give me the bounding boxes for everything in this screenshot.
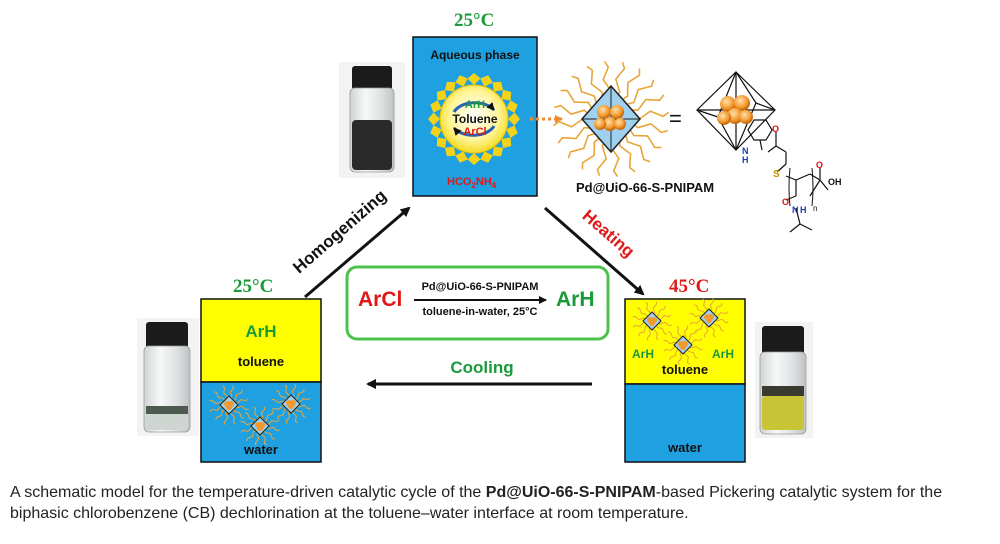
hco2nh4-label: HCO2NH4 [447,176,496,190]
right-vial-photo [755,322,813,438]
left-arh: ArH [201,322,321,342]
right-arh-right: ArH [712,347,734,361]
atom-label: H [742,155,749,165]
micelle-arh: ArH [460,99,490,111]
aqueous-phase-label: Aqueous phase [420,48,530,62]
left-vial-photo [137,318,199,436]
micelle-arcl: ArCl [458,126,492,138]
atom-label: H [800,205,807,215]
equals-sign: = [669,106,682,132]
left-toluene-label: toluene [201,354,321,369]
reaction-catalyst: Pd@UiO-66-S-PNIPAM [410,281,550,293]
right-water-label: water [625,440,745,455]
reaction-conditions: toluene-in-water, 25°C [410,306,550,318]
atom-label: O [782,197,789,207]
catalyst-name: Pd@UiO-66-S-PNIPAM [576,180,714,195]
right-arh-left: ArH [632,347,654,361]
atom-label: S [773,169,780,180]
left-water-label: water [201,442,321,457]
reaction-reactant: ArCl [358,288,402,312]
top-vial-photo [339,62,405,178]
atom-label: N [792,205,799,215]
atom-label: n [813,204,817,213]
top-temperature: 25°C [454,10,494,32]
hco2nh4-part2: NH [476,176,492,188]
micelle-toluene: Toluene [448,112,502,126]
left-temperature: 25°C [233,276,273,298]
catalyst-structure-icon [697,72,828,232]
right-temperature: 45°C [669,276,709,298]
hco2nh4-part1: HCO [447,176,471,188]
caption-bold: Pd@UiO-66-S-PNIPAM [486,484,656,501]
catalyst-particle-icon [553,61,668,176]
right-toluene-label: toluene [625,362,745,377]
reaction-product: ArH [556,288,595,312]
atom-label: O [816,160,823,170]
atom-label: OH [828,177,842,187]
caption-text-1: A schematic model for the temperature-dr… [10,484,486,501]
cooling-label: Cooling [432,358,532,378]
atom-label: O [772,124,779,134]
figure-caption: A schematic model for the temperature-dr… [10,482,990,524]
hco2nh4-sub2: 4 [492,181,496,190]
